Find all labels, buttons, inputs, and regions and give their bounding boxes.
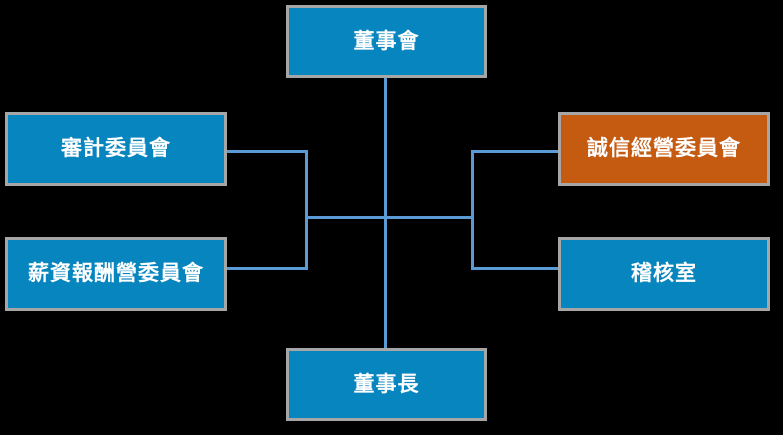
org-node-audit-office[interactable]: 稽核室 [558, 237, 770, 311]
org-node-integrity-committee-label: 誠信經營委員會 [587, 136, 741, 161]
org-node-audit-committee-label: 審計委員會 [61, 136, 171, 161]
org-node-chairman-label: 董事長 [353, 371, 420, 396]
org-node-compensation-committee-label: 薪資報酬營委員會 [28, 261, 204, 286]
connector-to-audit-committee [227, 150, 308, 153]
connector-horizontal-trunk [305, 216, 474, 219]
connector-to-audit-office [471, 267, 561, 270]
org-node-board[interactable]: 董事會 [286, 5, 487, 78]
org-node-chairman[interactable]: 董事長 [286, 348, 487, 421]
org-node-compensation-committee[interactable]: 薪資報酬營委員會 [5, 237, 227, 311]
connector-board-to-chairman [384, 78, 387, 349]
org-node-audit-office-label: 稽核室 [631, 261, 697, 286]
connector-to-integrity-committee [471, 150, 561, 153]
connector-to-compensation-committee [227, 267, 308, 270]
connector-right-riser [471, 150, 474, 270]
org-node-board-label: 董事會 [353, 28, 420, 53]
org-node-integrity-committee[interactable]: 誠信經營委員會 [558, 112, 770, 186]
org-node-audit-committee[interactable]: 審計委員會 [5, 112, 227, 186]
connector-left-riser [305, 150, 308, 270]
